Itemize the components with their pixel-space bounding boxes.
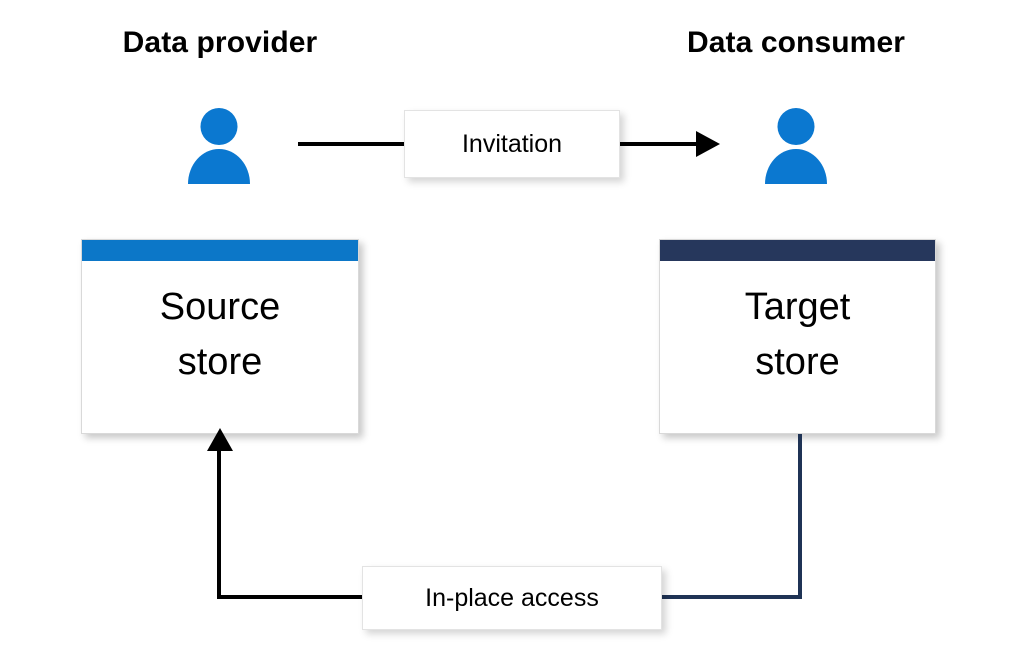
person-icon-data-provider (186, 108, 252, 184)
in-place-access-vertical-left-segment (217, 447, 221, 598)
edge-label-invitation: Invitation (404, 110, 620, 178)
in-place-access-horizontal-left-segment (217, 595, 367, 599)
person-body-shape (765, 149, 827, 184)
in-place-access-arrowhead-icon (207, 428, 233, 451)
person-head-shape (200, 108, 238, 145)
invitation-arrowhead-icon (696, 131, 720, 157)
node-source-store[interactable]: Source store (81, 239, 359, 434)
target-store-label: Target store (744, 286, 851, 384)
page-title-data-consumer: Data consumer (686, 26, 906, 59)
page-title-data-provider: Data provider (122, 26, 318, 59)
person-body-shape (188, 149, 250, 184)
person-head-shape (777, 108, 815, 145)
edge-label-in-place-access: In-place access (362, 566, 662, 630)
node-target-store[interactable]: Target store (659, 239, 936, 434)
source-store-label: Source store (159, 286, 281, 384)
person-icon-data-consumer (763, 108, 829, 184)
in-place-access-horizontal-right-segment (660, 595, 802, 599)
source-store-header-bar (82, 240, 358, 261)
target-store-header-bar (660, 240, 935, 261)
in-place-access-vertical-right-segment (798, 434, 802, 598)
